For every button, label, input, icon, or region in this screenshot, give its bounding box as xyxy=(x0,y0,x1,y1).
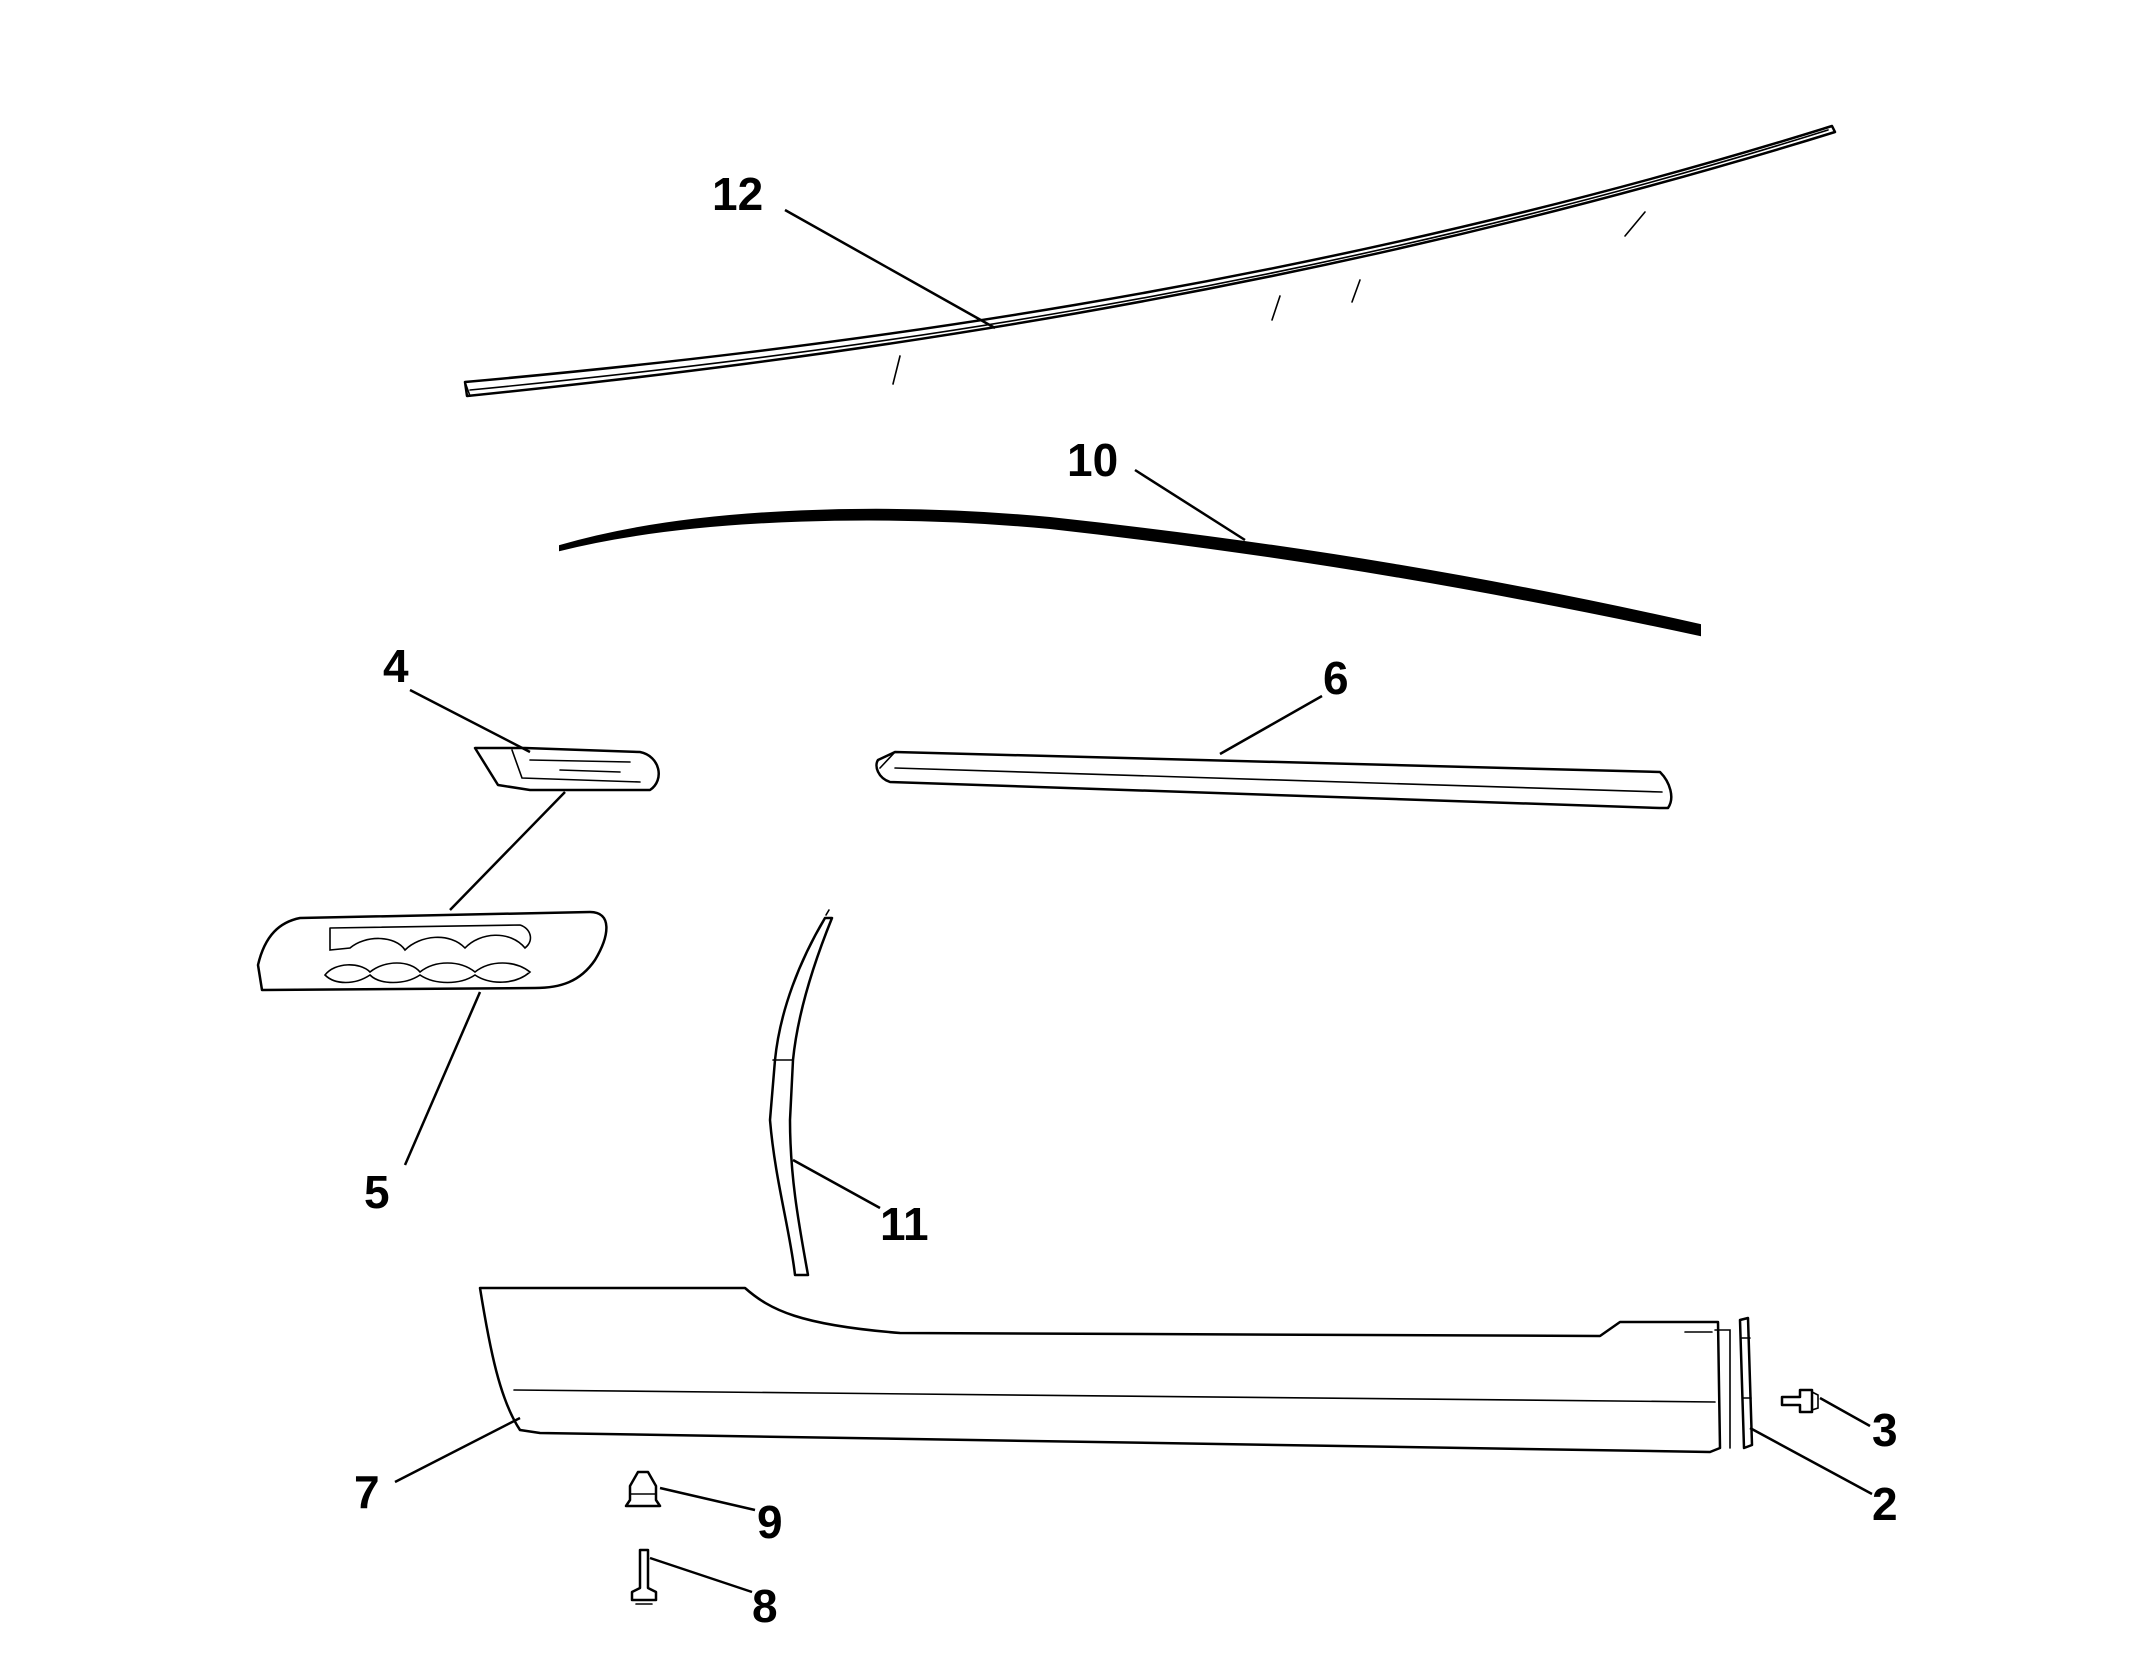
part-9-push-clip xyxy=(624,1470,662,1508)
leader-4-to-5 xyxy=(449,791,566,911)
leader-5 xyxy=(403,991,482,1166)
leader-4 xyxy=(409,688,531,754)
leader-3 xyxy=(1819,1396,1871,1428)
callout-2: 2 xyxy=(1872,1478,1898,1530)
part-6-door-molding xyxy=(875,750,1673,810)
leader-12 xyxy=(784,208,996,330)
callout-6: 6 xyxy=(1323,652,1349,704)
callout-labels: 12 10 4 6 5 11 7 9 8 3 2 xyxy=(354,168,1898,1632)
part-12-roof-molding xyxy=(463,124,1837,398)
part-7-side-sill xyxy=(478,1286,1731,1454)
callout-9: 9 xyxy=(757,1496,783,1548)
leader-7 xyxy=(394,1416,521,1484)
callout-4: 4 xyxy=(383,640,409,692)
leader-11 xyxy=(792,1158,881,1210)
callout-12: 12 xyxy=(712,168,763,220)
callout-10: 10 xyxy=(1067,434,1118,486)
callout-11: 11 xyxy=(880,1198,929,1250)
part-10-window-seal xyxy=(559,508,1701,637)
part-5-500-emblem xyxy=(256,910,608,992)
callout-3: 3 xyxy=(1872,1404,1898,1456)
part-3-screw xyxy=(1780,1388,1819,1414)
part-11-pillar-strip xyxy=(768,909,834,1277)
leader-6 xyxy=(1219,694,1323,756)
callout-7: 7 xyxy=(354,1466,380,1518)
part-4-emblem-base xyxy=(473,746,660,792)
callout-8: 8 xyxy=(752,1580,778,1632)
leader-9 xyxy=(659,1486,756,1512)
leader-10 xyxy=(1134,468,1246,542)
part-8-fastener xyxy=(630,1548,658,1605)
leader-lines xyxy=(394,208,1873,1594)
leader-8 xyxy=(649,1556,753,1594)
leader-2 xyxy=(1749,1426,1873,1496)
part-2-end-bracket xyxy=(1738,1316,1754,1450)
callout-5: 5 xyxy=(364,1166,390,1218)
